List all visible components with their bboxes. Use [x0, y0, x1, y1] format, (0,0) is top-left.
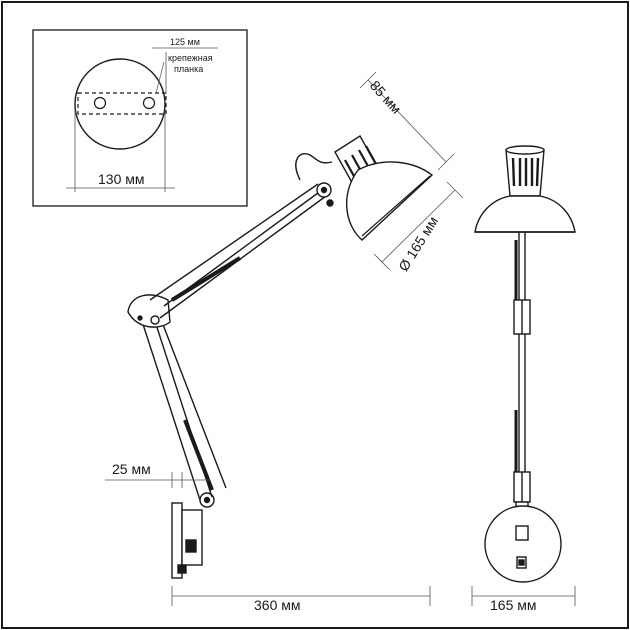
wall-mount-block: [181, 509, 203, 566]
lower-spring: [183, 419, 214, 491]
upper-spring: [170, 256, 242, 302]
mounting-plate-inset: [32, 29, 248, 207]
wall-base-circle: [74, 58, 166, 150]
mounting-hole-left: [93, 96, 107, 110]
upper-arm-rail: [149, 183, 319, 301]
total-reach-label: 360 мм: [254, 597, 301, 613]
inset-frame: [32, 29, 248, 207]
main-dimension-lines: [105, 71, 576, 606]
plate-label-line2: планка: [174, 64, 204, 74]
base-diameter-label: 130 мм: [98, 171, 145, 187]
power-cord: [295, 153, 333, 181]
arm-offset-label: 25 мм: [112, 461, 151, 477]
lamp-side-view: [127, 135, 434, 579]
front-wall-base: [484, 505, 562, 583]
lower-arm-rail: [139, 314, 201, 501]
front-shade: [474, 195, 576, 233]
plate-label-line1: крепежная: [168, 53, 213, 63]
plate-length-label: 125 мм: [170, 37, 200, 47]
side-width-label: 165 мм: [490, 597, 537, 613]
mounting-hole-right: [142, 96, 156, 110]
lamp-shade: [346, 161, 434, 241]
mounting-plate: [77, 92, 167, 115]
elbow-joint: [127, 294, 171, 328]
lamp-front-view: [474, 145, 576, 583]
